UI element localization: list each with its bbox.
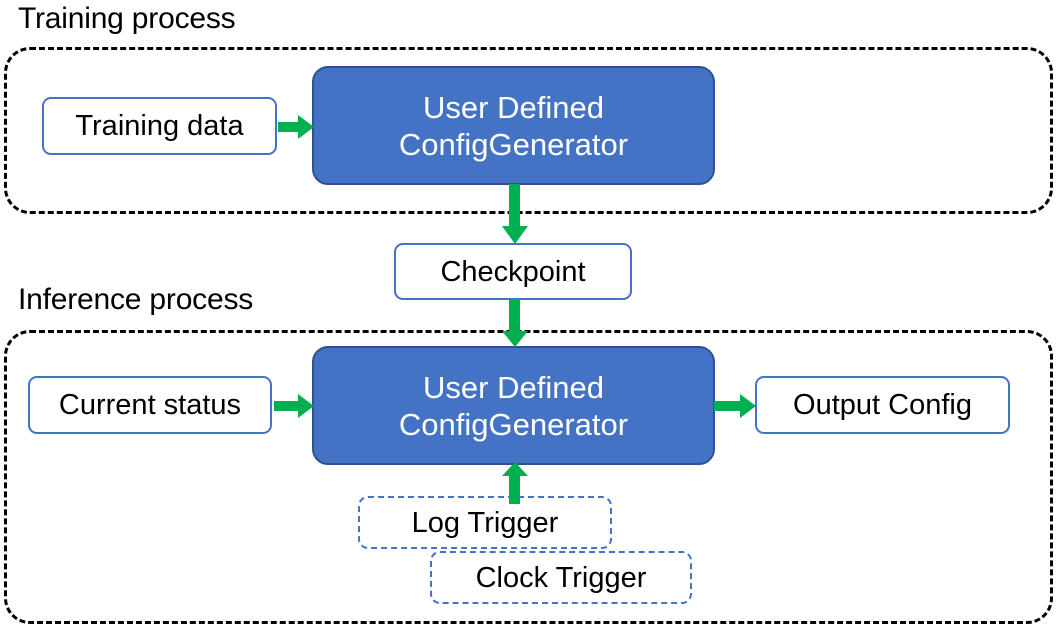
- node-inference-config-generator-line2: ConfigGenerator: [398, 406, 629, 442]
- node-current-status-label: Current status: [58, 389, 242, 421]
- arrow-checkpoint-to-inference-generator: [500, 299, 530, 349]
- node-clock-trigger-label: Clock Trigger: [475, 561, 647, 594]
- training-process-label: Training process: [18, 2, 236, 35]
- node-output-config-label: Output Config: [793, 389, 972, 421]
- node-inference-config-generator[interactable]: User Defined ConfigGenerator: [312, 346, 715, 465]
- arrow-training-data-to-generator: [278, 112, 316, 142]
- training-process-group: [4, 47, 1053, 214]
- node-checkpoint[interactable]: Checkpoint: [394, 243, 632, 300]
- node-inference-config-generator-line1: User Defined: [423, 369, 604, 405]
- node-training-config-generator-line2: ConfigGenerator: [398, 126, 629, 162]
- node-current-status[interactable]: Current status: [28, 376, 272, 434]
- node-training-data-label: Training data: [75, 110, 244, 142]
- inference-process-group: [4, 330, 1053, 624]
- arrow-current-status-to-generator: [274, 391, 316, 421]
- node-log-trigger[interactable]: Log Trigger: [358, 496, 612, 549]
- node-training-config-generator-line1: User Defined: [423, 89, 604, 125]
- node-output-config[interactable]: Output Config: [755, 376, 1010, 434]
- node-log-trigger-label: Log Trigger: [411, 506, 559, 539]
- arrow-generator-to-output-config: [714, 391, 758, 421]
- node-clock-trigger[interactable]: Clock Trigger: [430, 551, 692, 604]
- inference-process-label: Inference process: [18, 283, 254, 316]
- arrow-triggers-to-generator: [500, 462, 530, 504]
- node-training-data[interactable]: Training data: [42, 97, 277, 155]
- node-training-config-generator[interactable]: User Defined ConfigGenerator: [312, 66, 715, 185]
- node-checkpoint-label: Checkpoint: [440, 255, 586, 288]
- arrow-training-generator-to-checkpoint: [500, 184, 530, 246]
